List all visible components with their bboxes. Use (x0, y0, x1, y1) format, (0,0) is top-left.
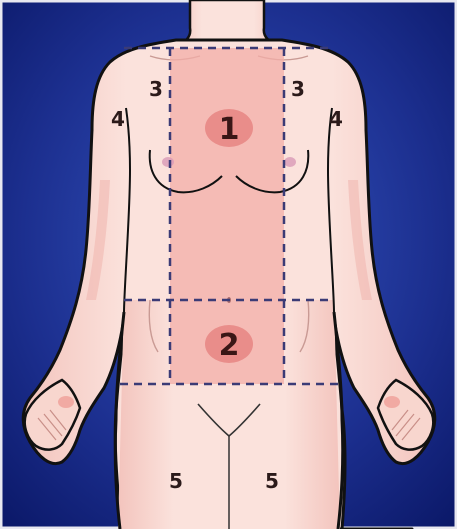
right-nipple (284, 157, 296, 167)
zone-5-right-label: 5 (265, 469, 279, 493)
left-nipple (162, 157, 174, 167)
zone-5-left-label: 5 (169, 469, 183, 493)
zone-1-label: 1 (219, 112, 240, 147)
zone-4-right-label: 4 (329, 107, 343, 131)
zone-3-left-label: 3 (149, 77, 163, 101)
zone-3-right-label: 3 (291, 77, 305, 101)
zone-2-label: 2 (219, 328, 240, 363)
zone-4-left-label: 4 (111, 107, 125, 131)
zone-1-area (170, 48, 284, 300)
